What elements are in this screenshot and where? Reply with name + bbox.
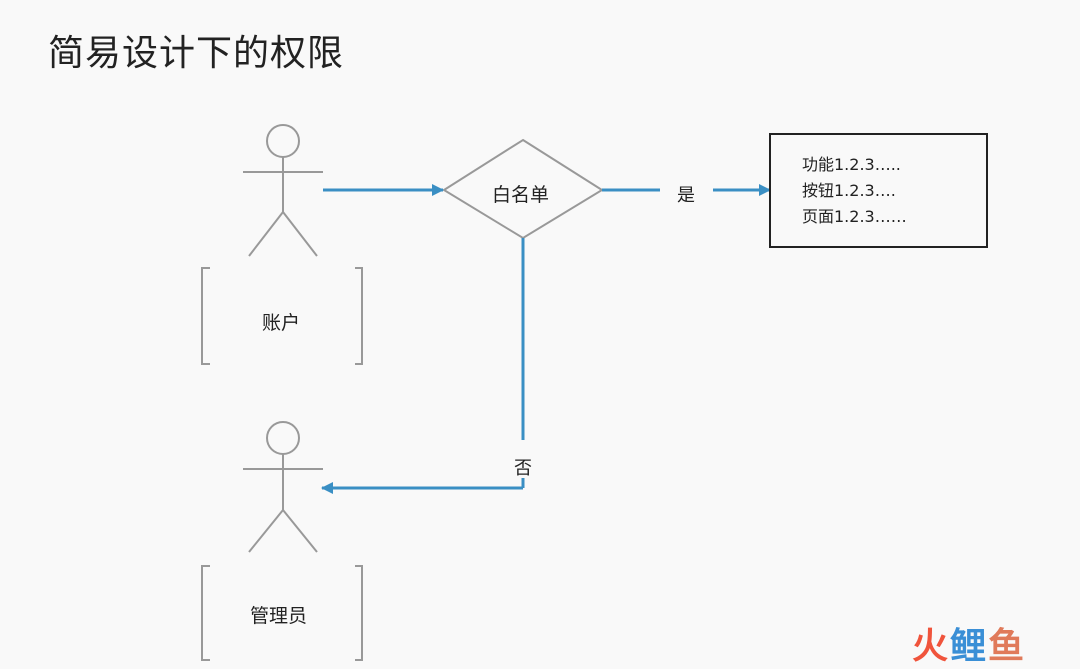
permission-item: 按钮1.2.3…. [802, 181, 896, 200]
permission-item: 功能1.2.3….. [802, 155, 901, 174]
page-title: 简易设计下的权限 [48, 33, 345, 74]
account-label: 账户 [262, 312, 301, 334]
account-actor-icon [243, 124, 323, 257]
admin-actor-icon [243, 421, 323, 553]
watermark-char: 火 [912, 626, 951, 667]
watermark-char: 鲤 [950, 626, 989, 667]
admin-label: 管理员 [250, 605, 308, 627]
account-bracket [201, 267, 363, 365]
permission-item: 页面1.2.3…… [802, 207, 907, 226]
admin-bracket [201, 565, 363, 661]
whitelist-label: 白名单 [492, 184, 550, 206]
watermark-char: 鱼 [988, 626, 1027, 667]
yes-edge-label: 是 [677, 185, 695, 206]
watermark-logo: 火鲤鱼 [912, 617, 1026, 669]
permissions-list: 功能1.2.3….. 按钮1.2.3…. 页面1.2.3…… [802, 152, 907, 230]
no-edge-label: 否 [514, 458, 532, 479]
permissions-box [769, 133, 988, 248]
